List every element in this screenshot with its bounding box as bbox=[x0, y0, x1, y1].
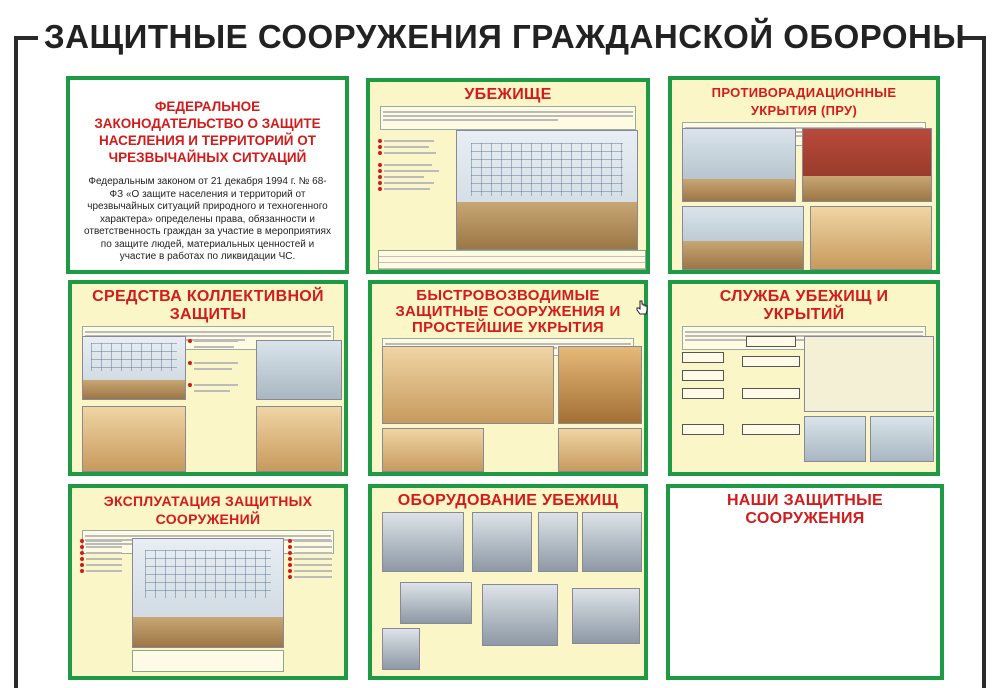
collective-panel-title: СРЕДСТВА КОЛЛЕКТИВНОЙ ЗАЩИТЫ bbox=[92, 288, 324, 323]
shelter-description bbox=[380, 106, 636, 130]
law-panel-text: Федеральным законом от 21 декабря 1994 г… bbox=[84, 176, 331, 262]
service-panel-title: СЛУЖБА УБЕЖИЩ И УКРЫТИЙ bbox=[719, 288, 889, 323]
equipment-diesel-illustration bbox=[482, 584, 558, 646]
panel-service[interactable]: СЛУЖБА УБЕЖИЩ И УКРЫТИЙ bbox=[668, 280, 940, 476]
frame-top-right bbox=[962, 36, 986, 40]
shelter-premises-list bbox=[378, 138, 450, 192]
hand-cursor-icon bbox=[636, 300, 648, 315]
shelter-panel-title: УБЕЖИЩЕ bbox=[464, 86, 552, 103]
equipment-ventilation-illustration bbox=[382, 512, 464, 572]
equipment-unit-illustration bbox=[572, 588, 640, 644]
exploitation-measures-list bbox=[80, 538, 130, 574]
frame-left bbox=[14, 36, 18, 688]
panel-shelter[interactable]: УБЕЖИЩЕ bbox=[366, 78, 650, 274]
service-post-illustration bbox=[804, 416, 866, 462]
page-title: ЗАЩИТНЫЕ СООРУЖЕНИЯ ГРАЖДАНСКОЙ ОБОРОНЫ bbox=[44, 18, 966, 55]
equipment-filter-illustration bbox=[472, 512, 532, 572]
panel-equipment[interactable]: ОБОРУДОВАНИЕ УБЕЖИЩ bbox=[368, 484, 648, 680]
exploitation-building-illustration bbox=[132, 538, 284, 648]
pru-panel-title: ПРОТИВОРАДИАЦИОННЫЕ УКРЫТИЯ (ПРУ) bbox=[711, 85, 897, 118]
pru-cellar-illustration bbox=[682, 206, 804, 270]
ours-panel-title: НАШИ ЗАЩИТНЫЕ СООРУЖЕНИЯ bbox=[726, 492, 884, 527]
equipment-tank-illustration bbox=[382, 628, 420, 670]
panel-collective[interactable]: СРЕДСТВА КОЛЛЕКТИВНОЙ ЗАЩИТЫ bbox=[68, 280, 348, 476]
panel-exploitation[interactable]: ЭКСПЛУАТАЦИЯ ЗАЩИТНЫХ СООРУЖЕНИЙ bbox=[68, 484, 348, 680]
shelter-building-illustration bbox=[456, 130, 638, 250]
quick-excavator-illustration bbox=[558, 428, 642, 472]
collective-dugout-illustration bbox=[256, 406, 342, 472]
quick-pit-illustration bbox=[558, 346, 642, 424]
exploitation-table bbox=[132, 650, 284, 672]
panel-law[interactable]: ФЕДЕРАЛЬНОЕ ЗАКОНОДАТЕЛЬСТВО О ЗАЩИТЕ НА… bbox=[66, 76, 349, 274]
exploitation-panel-title: ЭКСПЛУАТАЦИЯ ЗАЩИТНЫХ СООРУЖЕНИЙ bbox=[103, 493, 313, 527]
law-panel-title: ФЕДЕРАЛЬНОЕ ЗАКОНОДАТЕЛЬСТВО О ЗАЩИТЕ НА… bbox=[94, 99, 321, 165]
pru-basement-illustration bbox=[682, 128, 796, 202]
frame-top-left bbox=[14, 36, 38, 40]
collective-trench-illustration bbox=[82, 406, 186, 472]
service-floorplan-illustration bbox=[804, 336, 934, 412]
equipment-panel-title: ОБОРУДОВАНИЕ УБЕЖИЩ bbox=[397, 492, 619, 509]
service-officer-illustration bbox=[870, 416, 934, 462]
equipment-fan-illustration bbox=[538, 512, 578, 572]
panel-ours[interactable]: НАШИ ЗАЩИТНЫЕ СООРУЖЕНИЯ bbox=[666, 484, 944, 680]
frame-right bbox=[982, 36, 986, 688]
collective-classification-list bbox=[188, 338, 250, 394]
quick-panel-title: БЫСТРОВОЗВОДИМЫЕ ЗАЩИТНЫЕ СООРУЖЕНИЯ И П… bbox=[395, 287, 621, 336]
quick-pipe-illustration bbox=[382, 428, 484, 472]
panel-pru[interactable]: ПРОТИВОРАДИАЦИОННЫЕ УКРЫТИЯ (ПРУ) bbox=[668, 76, 940, 274]
shelter-table bbox=[378, 250, 646, 270]
collective-building-illustration bbox=[82, 336, 186, 400]
collective-shelter-illustration bbox=[256, 340, 342, 400]
quick-trench-illustration bbox=[382, 346, 554, 424]
pru-house-illustration bbox=[802, 128, 932, 202]
pru-dugout-illustration bbox=[810, 206, 932, 270]
equipment-pump-illustration bbox=[582, 512, 642, 572]
exploitation-rules-list bbox=[288, 538, 340, 580]
equipment-valve-illustration bbox=[400, 582, 472, 624]
panel-quick[interactable]: БЫСТРОВОЗВОДИМЫЕ ЗАЩИТНЫЕ СООРУЖЕНИЯ И П… bbox=[368, 280, 648, 476]
